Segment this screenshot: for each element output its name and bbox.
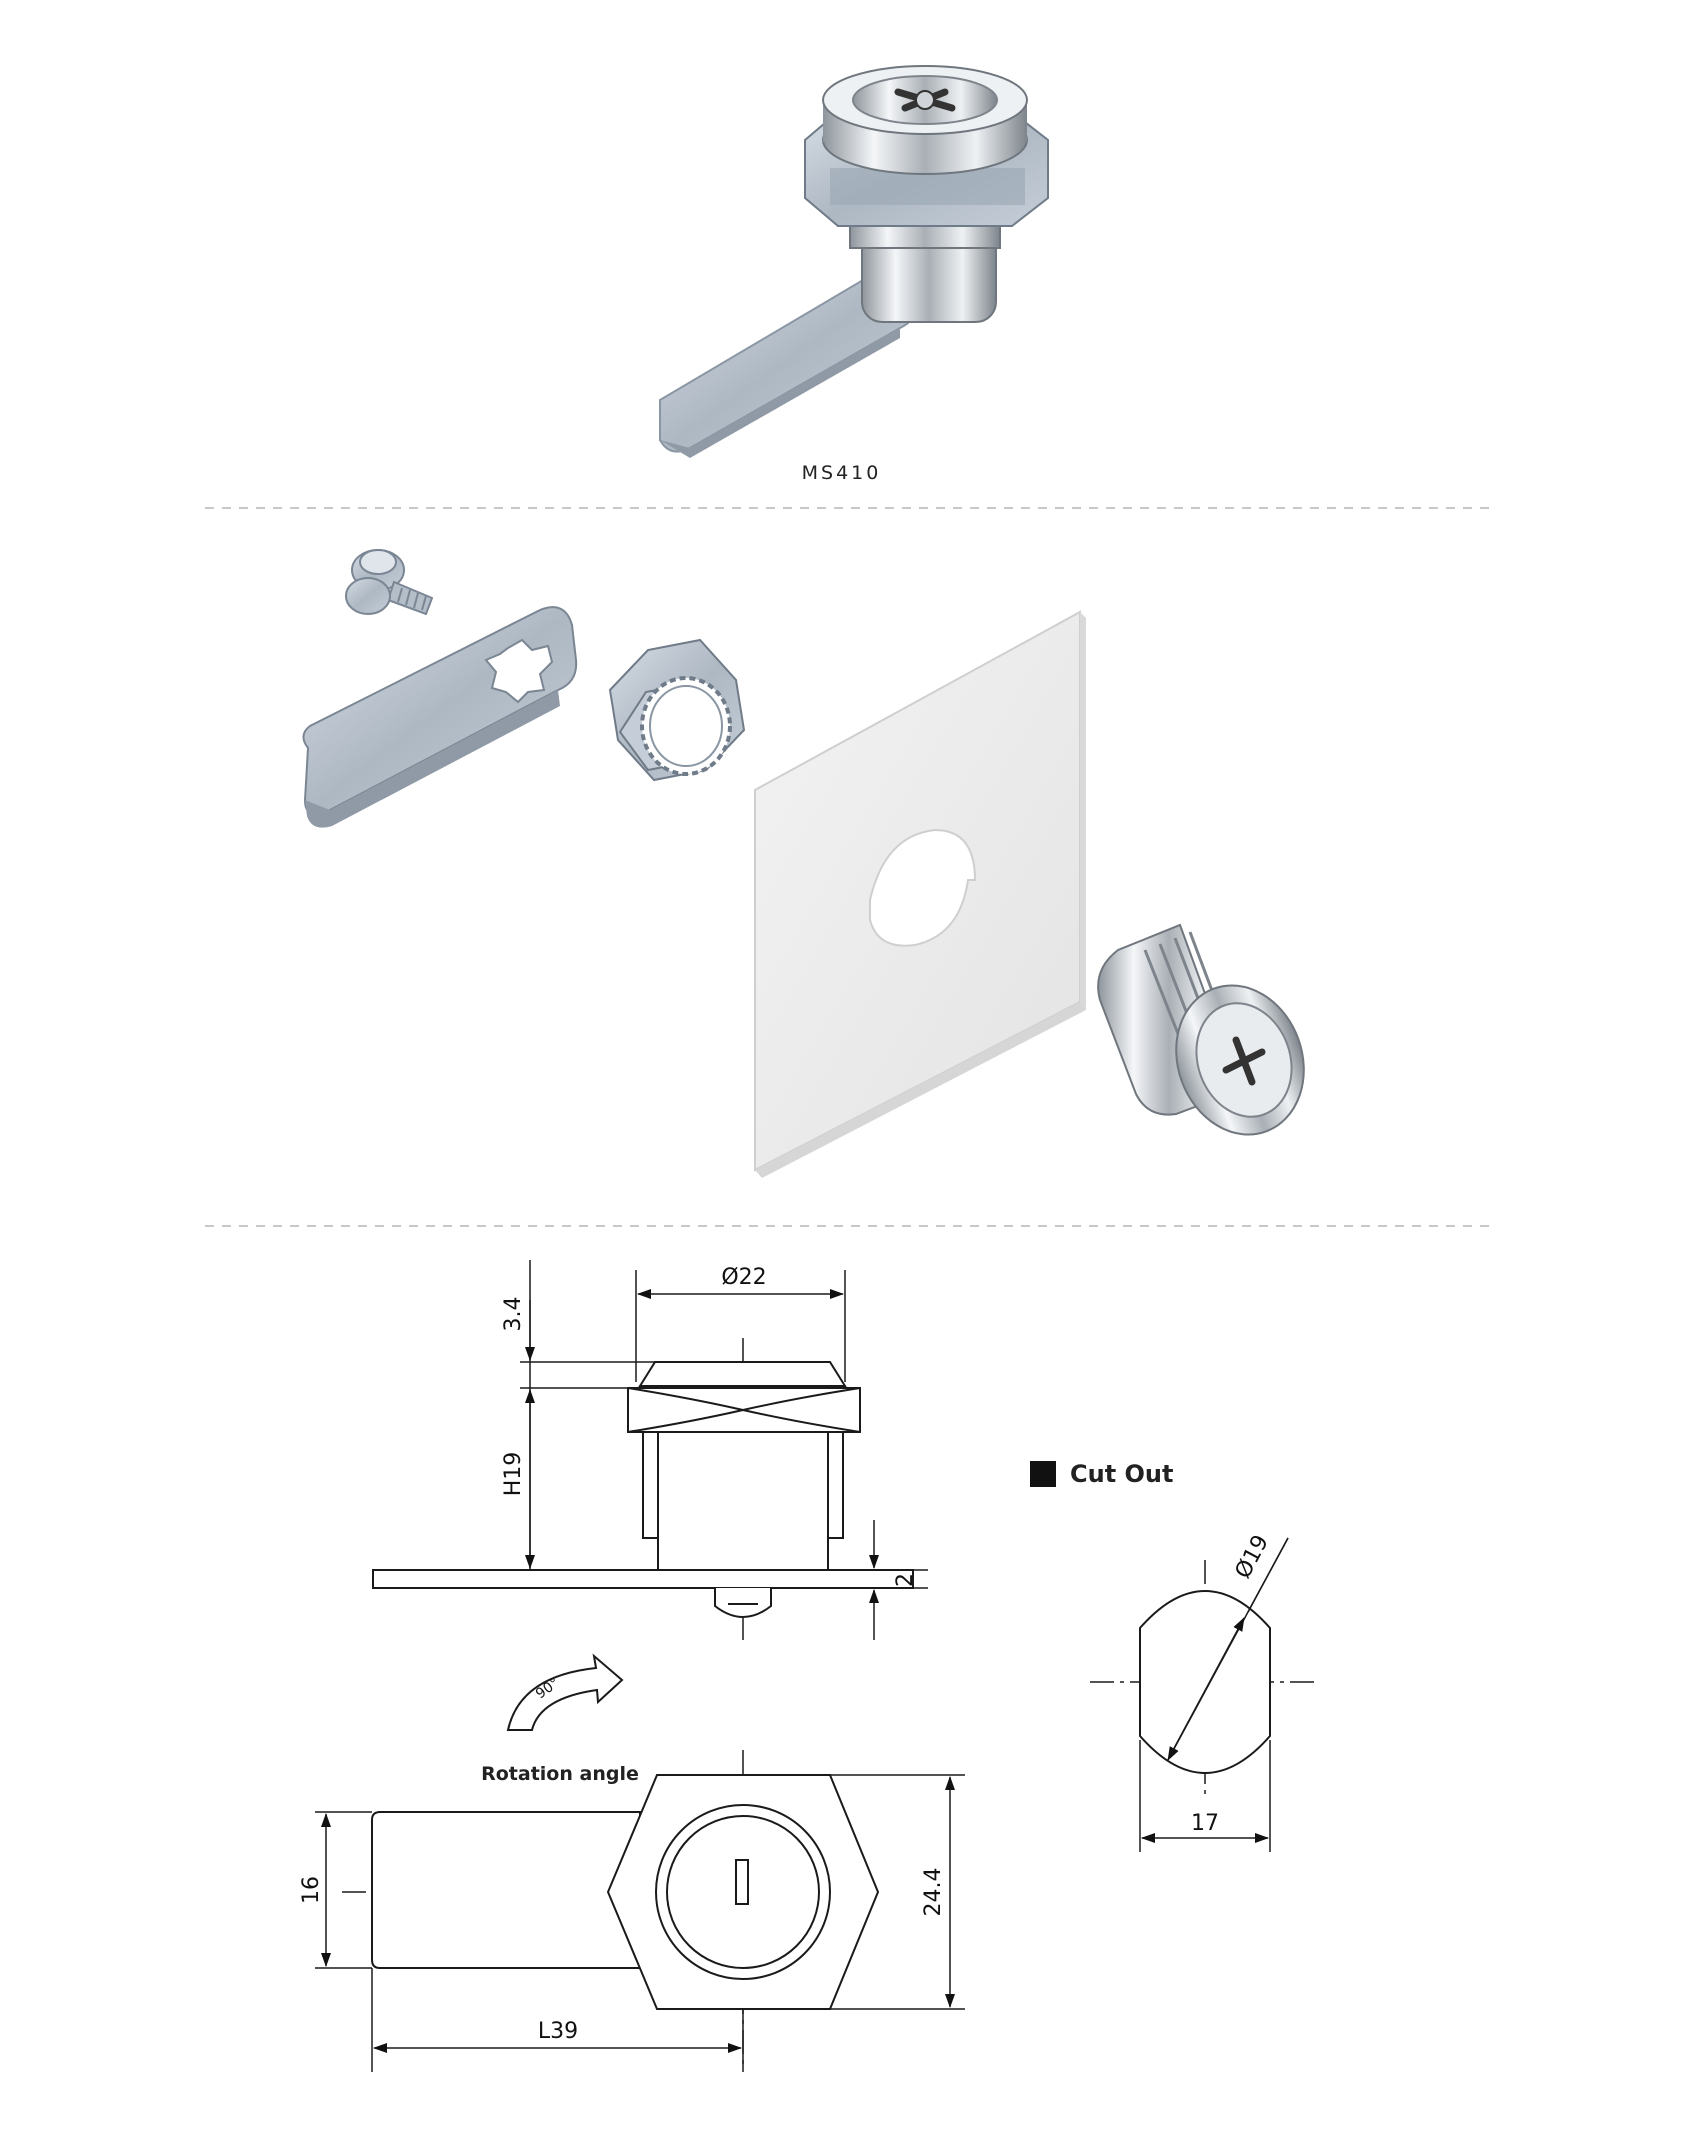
dim-cutout-width: 17 [1191,1811,1219,1836]
rotation-arrow-icon [506,1653,624,1731]
cutout-heading: Cut Out [1030,1460,1174,1488]
mounting-panel [754,610,1086,1178]
bullet-square-icon [1030,1461,1056,1487]
product-render-assembled [659,65,1049,458]
dim-cam-length: L39 [538,2019,578,2044]
model-number: MS410 [801,462,882,484]
dim-top-height: 3.4 [501,1297,526,1332]
screw-part [345,549,434,616]
exploded-view [302,549,1305,1178]
dim-cam-width: 16 [299,1876,324,1904]
lock-cylinder-part [1097,923,1305,1136]
front-view-drawing [372,1260,928,1640]
rotation-angle-label: Rotation angle [481,1763,639,1785]
hex-nut-part [608,638,746,782]
dim-head-diameter: Ø22 [721,1265,766,1290]
dim-hex-width: 24.4 [921,1868,946,1917]
cutout-drawing [1090,1537,1320,1852]
dim-body-height: H19 [501,1452,526,1497]
bottom-view-drawing [315,1750,965,2072]
cutout-heading-label: Cut Out [1070,1460,1174,1488]
cam-plate-part [302,606,578,828]
dim-cam-thickness: 2 [893,1573,918,1587]
